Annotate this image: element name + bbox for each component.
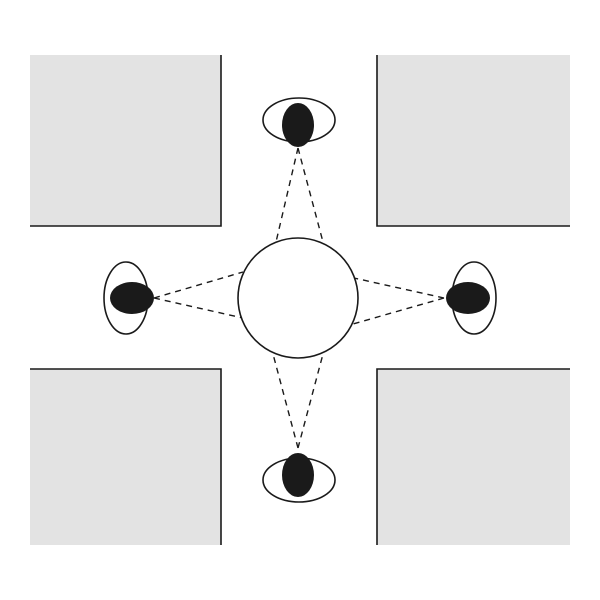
sight-line [352, 297, 445, 325]
block-bottom-left-edge [30, 368, 222, 545]
block-bottom-right-edge [376, 368, 570, 545]
sight-line [353, 277, 445, 299]
head [282, 103, 314, 147]
sight-line [272, 353, 299, 449]
observer-bottom [262, 453, 336, 503]
head [110, 282, 154, 314]
center-circle [237, 237, 359, 359]
observer-right [446, 261, 497, 335]
observer-top [262, 97, 336, 147]
observer-left [103, 261, 154, 335]
sight-line [275, 147, 299, 243]
sight-line [297, 147, 324, 243]
block-top-right [377, 55, 570, 226]
block-top-right-edge [376, 55, 570, 227]
sight-line [153, 297, 244, 319]
sight-line [297, 353, 324, 449]
sight-line [153, 271, 244, 299]
head [282, 453, 314, 497]
block-bottom-right [377, 369, 570, 545]
block-top-left [30, 55, 221, 226]
head [446, 282, 490, 314]
block-bottom-left [30, 369, 221, 545]
block-top-left-edge [30, 55, 222, 227]
